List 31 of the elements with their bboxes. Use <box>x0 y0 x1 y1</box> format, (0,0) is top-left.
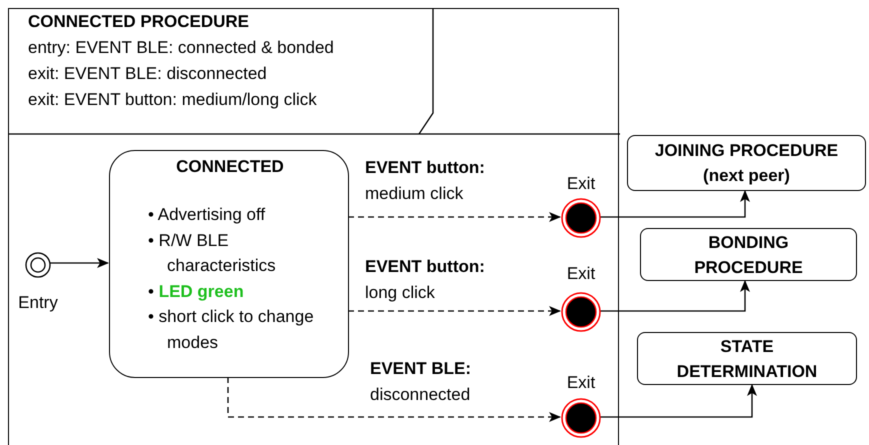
final-state-icon <box>561 398 601 438</box>
bullet-item: • R/W BLE characteristics <box>148 230 277 277</box>
transition-arrow <box>348 306 561 316</box>
state-title: JOINING PROCEDURE (next peer) <box>654 140 840 187</box>
state-box <box>627 135 866 191</box>
state-action: entry: EVENT BLE: connected & bonded <box>28 37 334 59</box>
state-title: CONNECTED PROCEDURE <box>28 11 250 33</box>
state-box <box>109 150 349 378</box>
state-label: Exit <box>566 264 596 284</box>
bullet-item: • LED green <box>148 280 245 303</box>
final-state-icon <box>561 198 601 238</box>
state-label: Entry <box>17 293 59 313</box>
state-title: STATE DETERMINATION <box>676 336 818 382</box>
final-state-icon <box>561 292 601 332</box>
transition-arrow <box>600 384 757 418</box>
transition-arrow <box>600 190 750 218</box>
bullet-item: • Advertising off <box>148 204 266 226</box>
state-box <box>637 332 857 385</box>
transition-arrow <box>348 212 561 222</box>
state-action: exit: EVENT button: medium/long click <box>28 89 317 111</box>
state-title: BONDING PROCEDURE <box>693 232 804 278</box>
state-label: Exit <box>566 174 596 194</box>
state-box <box>640 228 857 281</box>
transition-arrow <box>227 377 561 422</box>
state-label: Exit <box>566 373 596 393</box>
transition-arrow <box>600 280 750 312</box>
initial-state-icon <box>25 252 51 278</box>
state-action: exit: EVENT BLE: disconnected <box>28 63 267 85</box>
state-title: CONNECTED <box>175 156 285 178</box>
transition-arrow <box>50 258 109 268</box>
bullet-item: • short click to change modes <box>148 306 315 354</box>
